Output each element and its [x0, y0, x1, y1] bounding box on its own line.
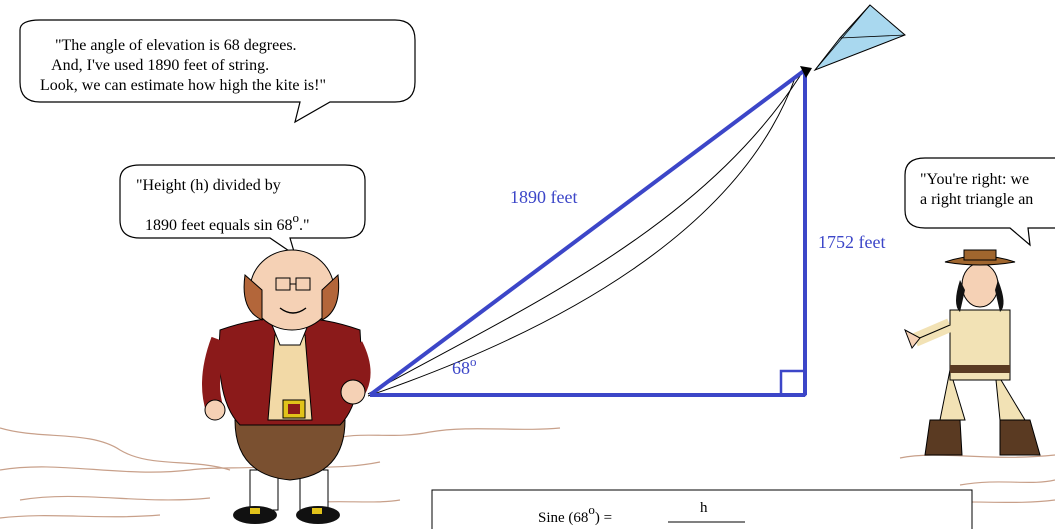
formula-numerator: h [700, 500, 708, 516]
colonial-man-figure [904, 249, 1041, 456]
bubble-top-left-line1: "The angle of elevation is 68 degrees. [55, 37, 297, 54]
bubble-ben-degree: o [292, 210, 300, 225]
bubble-top-left-line2: And, I've used 1890 feet of string. [48, 57, 270, 74]
bubble-ben-line2: 1890 feet equals sin 68o." [129, 197, 310, 254]
angle-value: 68 [452, 358, 470, 378]
height-label: 1752 feet [818, 232, 886, 252]
hypotenuse-label: 1890 feet [510, 187, 578, 207]
bubble-ben-line1: "Height (h) divided by [136, 177, 281, 194]
speech-bubble-right [904, 157, 1055, 247]
bubble-ben-line2-text: 1890 feet equals sin 68 [145, 217, 293, 234]
angle-label: 68o [452, 354, 477, 379]
angle-degree: o [470, 354, 477, 369]
speech-bubble-ben [119, 164, 366, 257]
bubble-right-line1: "You're right: we [920, 171, 1030, 188]
right-angle-marker [779, 369, 807, 397]
right-triangle [368, 68, 807, 397]
kite-string [367, 75, 801, 397]
hypotenuse-side [368, 68, 807, 397]
bubble-ben-line2-end: ." [299, 217, 310, 234]
kite [800, 4, 906, 78]
bubble-top-left-line3: Look, we can estimate how high the kite … [40, 77, 327, 94]
formula-degree: o [588, 502, 595, 517]
ben-franklin-figure [202, 249, 371, 524]
formula-suffix: ) = [594, 510, 613, 526]
speech-bubble-top-left [19, 19, 416, 124]
formula-prefix: Sine (68 [538, 510, 589, 526]
formula-lhs: Sine (68o) = [538, 502, 613, 527]
bubble-right-line2: a right triangle an [920, 191, 1034, 208]
